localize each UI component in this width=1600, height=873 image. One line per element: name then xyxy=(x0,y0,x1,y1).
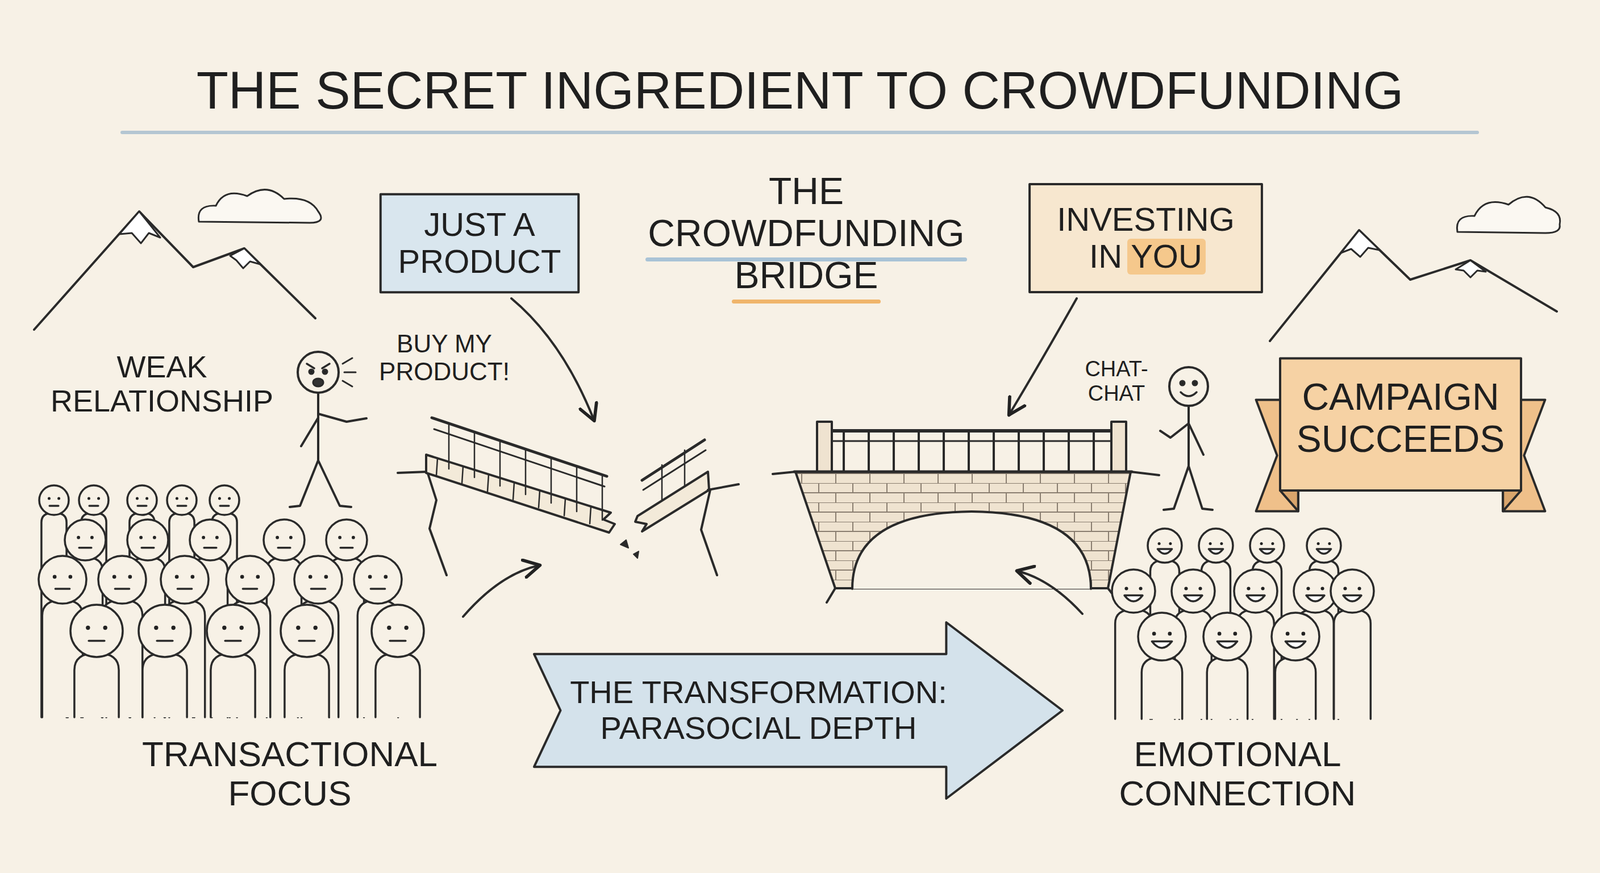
label-wrap: WEAK RELATIONSHIP xyxy=(28,349,296,419)
node-content: JUST A PRODUCT xyxy=(379,193,580,293)
label-wrap: THE CROWDFUNDING BRIDGE xyxy=(630,170,983,297)
stone-bridge xyxy=(772,421,1160,603)
cloud xyxy=(1456,196,1560,233)
stick-figure-happy xyxy=(1160,367,1213,510)
label: TRANSACTIONAL FOCUS xyxy=(102,734,478,814)
speech-text: CHAT-CHAT xyxy=(1081,356,1152,406)
title-wrap: THE SECRET INGREDIENT TO CROWDFUNDING xyxy=(61,61,1539,120)
label: WEAK RELATIONSHIP xyxy=(28,349,296,419)
stick-figure-angry xyxy=(289,351,367,507)
mountains-left xyxy=(34,211,316,330)
node-content: THE TRANSFORMATION: PARASOCIAL DEPTH xyxy=(534,622,1063,799)
crowd-happy xyxy=(1111,528,1374,719)
label-wrap: TRANSACTIONAL FOCUS xyxy=(102,734,478,814)
center-heading: THE CROWDFUNDING BRIDGE xyxy=(630,170,983,297)
leader-arrows xyxy=(463,298,1083,617)
arrow-band: THE TRANSFORMATION: PARASOCIAL DEPTH xyxy=(534,622,1063,799)
underline xyxy=(731,299,881,304)
node-text: CAMPAIGN SUCCEEDS xyxy=(1295,376,1506,461)
title: THE SECRET INGREDIENT TO CROWDFUNDING xyxy=(61,61,1539,120)
crowd-neutral xyxy=(38,485,424,718)
broken-bridge xyxy=(397,417,739,575)
text-box: INVESTING IN YOU xyxy=(1028,183,1264,293)
label-wrap: EMOTIONAL CONNECTION xyxy=(1072,734,1403,814)
label-wrap: BUY MY PRODUCT! xyxy=(364,329,524,386)
node-text: JUST A PRODUCT xyxy=(389,206,570,281)
text-box: JUST A PRODUCT xyxy=(379,193,580,293)
node-content: INVESTING IN YOU xyxy=(1028,183,1264,293)
cloud xyxy=(198,189,322,223)
node-content: CAMPAIGN SUCCEEDS xyxy=(1250,355,1552,515)
ribbon-banner: CAMPAIGN SUCCEEDS xyxy=(1250,355,1552,515)
node-text: INVESTING IN YOU xyxy=(1038,201,1253,275)
title-underline xyxy=(122,130,1478,135)
mountains-right xyxy=(1269,230,1557,341)
node-text: THE TRANSFORMATION: PARASOCIAL DEPTH xyxy=(568,674,949,746)
label: EMOTIONAL CONNECTION xyxy=(1072,734,1403,814)
speech-text: BUY MY PRODUCT! xyxy=(364,329,524,386)
label-wrap: CHAT-CHAT xyxy=(1081,356,1152,406)
